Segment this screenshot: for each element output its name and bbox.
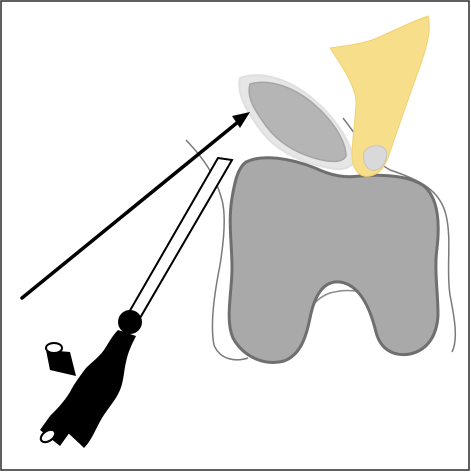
arthroscopy-illustration <box>0 0 471 472</box>
figure-canvas <box>0 0 471 472</box>
